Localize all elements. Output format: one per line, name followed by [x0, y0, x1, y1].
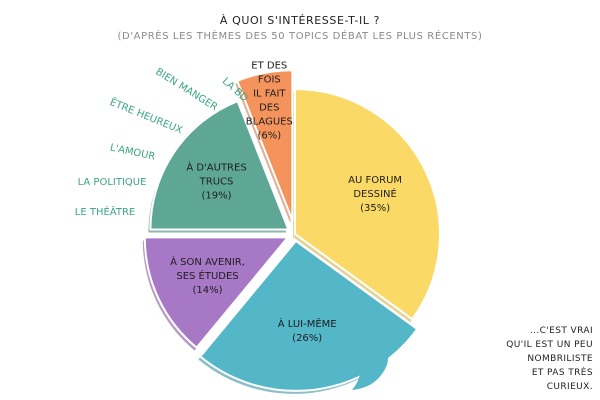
- other-topic-label: LE THÉÂTRE: [75, 205, 135, 218]
- chart-subtitle: (D'APRÈS LES THÈMES DES 50 TOPICS DÉBAT …: [117, 31, 483, 42]
- pie-slice: [294, 88, 441, 321]
- other-topic-label: L'AMOUR: [109, 142, 156, 162]
- other-topic-label: BIEN MANGER: [153, 66, 219, 113]
- speech-bubble-tail: [352, 335, 389, 390]
- slice-label: À SON AVENIR,SES ÉTUDES(14%): [170, 255, 245, 296]
- pie-slice: [236, 69, 294, 222]
- side-note: ...C'EST VRAI QU'IL EST UN PEU NOMBRILIS…: [503, 324, 593, 394]
- slice-label: À LUI-MÊME(26%): [278, 317, 337, 344]
- pie-slice: [149, 100, 290, 231]
- side-note-line: NOMBRILISTE: [527, 354, 593, 364]
- other-topic-label: ÊTRE HEUREUX: [108, 95, 185, 136]
- other-topic-label: LA POLITIQUE: [78, 177, 147, 188]
- side-note-line: ET PAS TRÈS: [531, 368, 593, 378]
- side-note-line: ...C'EST VRAI: [529, 326, 593, 336]
- side-note-line: CURIEUX.: [546, 382, 593, 392]
- pie-slice: [143, 236, 289, 349]
- chart-title: À QUOI S'INTÉRESSE-T-IL ?: [219, 14, 381, 27]
- side-note-line: QU'IL EST UN PEU: [506, 340, 593, 350]
